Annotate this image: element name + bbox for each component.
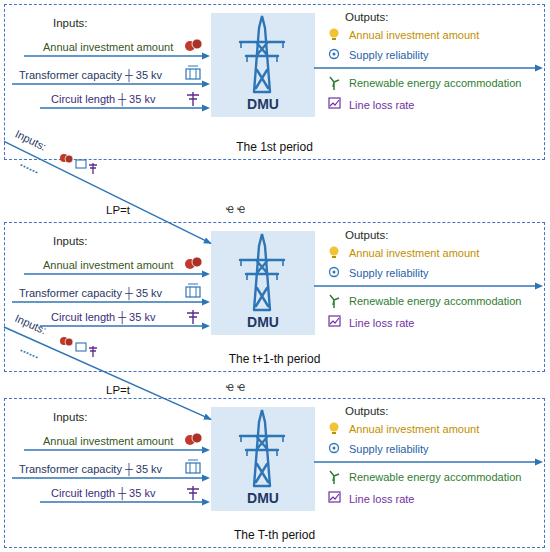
input-icons — [60, 337, 97, 357]
io-label: Outputs: — [345, 229, 388, 242]
note-label: ...... — [18, 341, 42, 361]
io-label: Line loss rate — [349, 99, 414, 112]
io-label: Inputs: — [53, 235, 88, 248]
io-label: Renewable energy accommodation — [349, 471, 521, 484]
period-title: The t+1-th period — [5, 353, 544, 366]
dmu-label: DMU — [211, 492, 315, 505]
note-label: ...... — [18, 156, 42, 176]
dmu-label: DMU — [211, 316, 315, 329]
io-label: Annual investment amount — [349, 247, 479, 260]
note-label: LP=t — [106, 204, 130, 217]
io-label: Annual investment amount — [349, 29, 479, 42]
period-box: Inputs: Annual investment amountTransform… — [4, 4, 545, 160]
io-label: Inputs: — [53, 411, 88, 424]
io-label: Outputs: — [345, 11, 388, 24]
io-label: Transformer capacity ┼ 35 kv — [19, 463, 162, 476]
input-icons — [60, 154, 97, 174]
io-label: Outputs: — [345, 405, 388, 418]
dmu-box: DMU — [211, 407, 315, 511]
io-label: Line loss rate — [349, 493, 414, 506]
io-label: Transformer capacity ┼ 35 kv — [19, 287, 162, 300]
dmu-label: DMU — [211, 98, 315, 111]
period-link-arrow — [4, 327, 211, 419]
io-label: Inputs: — [53, 17, 88, 30]
note-label: LP=t — [106, 384, 130, 397]
io-label: Annual investment amount — [349, 423, 479, 436]
period-link-arrow — [4, 141, 211, 243]
period-box: Inputs: Annual investment amountTransform… — [4, 222, 545, 372]
note-label: Inputs: — [13, 312, 48, 337]
io-label: Annual investment amount — [43, 41, 173, 54]
dmu-box: DMU — [211, 231, 315, 335]
note-label: ҽ ҽ — [226, 381, 245, 394]
io-label: Supply reliability — [349, 49, 428, 62]
note-label: Inputs: — [13, 127, 48, 153]
io-label: Annual investment amount — [43, 259, 173, 272]
period-box: Inputs: Annual investment amountTransform… — [4, 398, 545, 548]
period-title: The 1st period — [5, 141, 544, 154]
period-decoration — [12, 410, 543, 506]
io-label: Circuit length ┼ 35 kv — [51, 311, 155, 324]
io-label: Supply reliability — [349, 443, 428, 456]
io-label: Line loss rate — [349, 317, 414, 330]
io-label: Supply reliability — [349, 267, 428, 280]
io-label: Transformer capacity ┼ 35 kv — [19, 69, 162, 82]
io-label: Renewable energy accommodation — [349, 295, 521, 308]
connector-layer — [4, 141, 211, 419]
note-label: ҽ ҽ — [226, 203, 245, 216]
io-label: Annual investment amount — [43, 435, 173, 448]
period-decoration — [12, 16, 543, 112]
io-label: Renewable energy accommodation — [349, 77, 521, 90]
io-label: Circuit length ┼ 35 kv — [51, 487, 155, 500]
period-decoration — [12, 234, 543, 330]
dmu-box: DMU — [211, 13, 315, 117]
period-title: The T-th period — [5, 529, 544, 542]
io-label: Circuit length ┼ 35 kv — [51, 93, 155, 106]
